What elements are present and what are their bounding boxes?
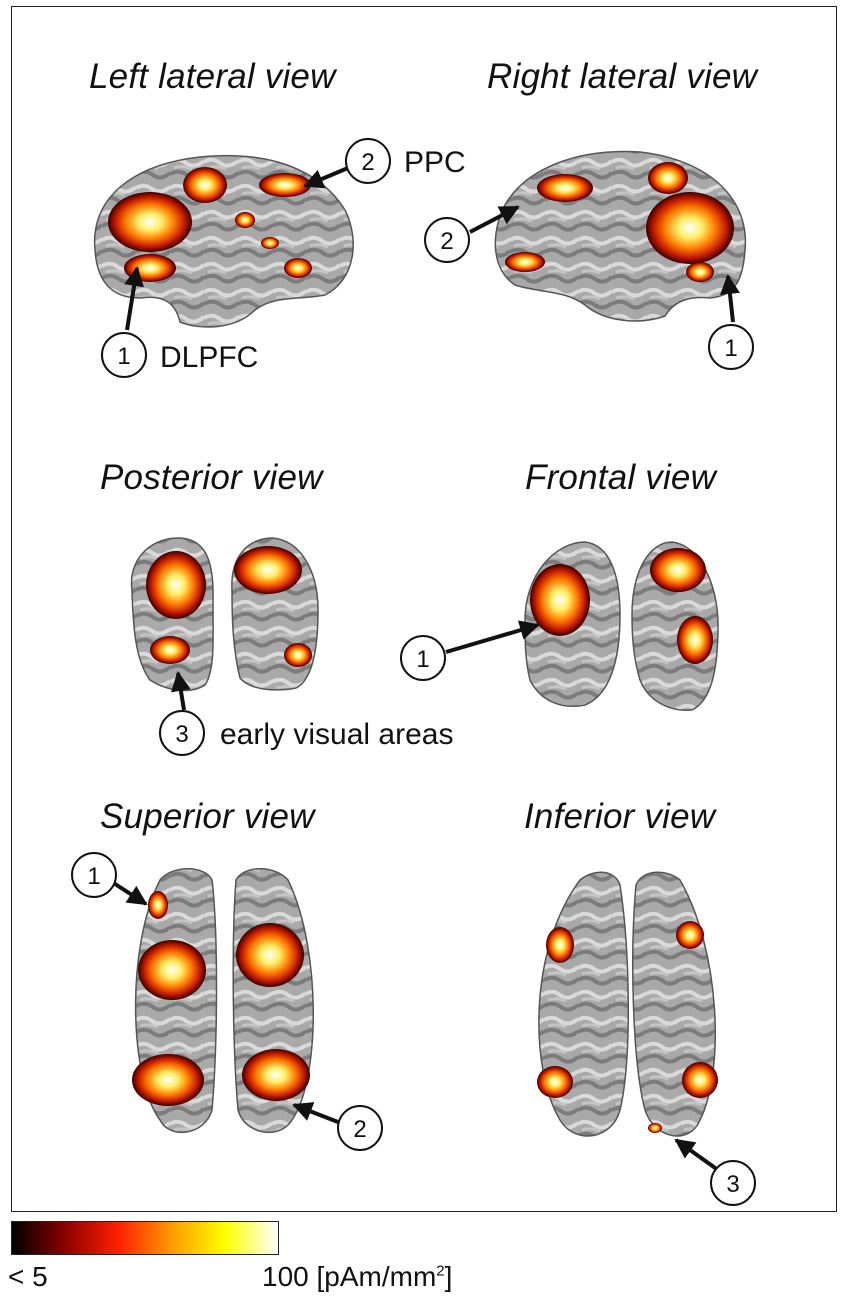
activation-blob <box>138 940 206 1000</box>
activation-blob <box>505 252 545 272</box>
brain-frontal <box>524 541 719 711</box>
brain-posterior <box>130 537 319 692</box>
svg-text:2: 2 <box>361 149 374 176</box>
svg-text:1: 1 <box>724 335 737 362</box>
colorbar-unit-superscript: 2 <box>436 1262 445 1280</box>
title-inferior-view: Inferior view <box>524 797 716 836</box>
label-dlpfc: DLPFC <box>160 341 258 374</box>
callout-circle: 2 <box>424 217 470 263</box>
colorbar-max-label: 100 [pAm/mm2] <box>262 1261 452 1293</box>
title-frontal-view: Frontal view <box>525 458 717 497</box>
activation-blob <box>650 548 706 592</box>
brain-right-lateral <box>494 150 747 322</box>
brain-left-lateral <box>93 154 354 328</box>
activation-blob <box>242 1049 310 1101</box>
activation-blob <box>261 237 279 249</box>
activation-blob <box>132 1054 204 1106</box>
label-ppc: PPC <box>404 146 466 179</box>
activation-blob <box>234 546 302 594</box>
activation-blob <box>648 1123 662 1133</box>
activation-blob <box>682 1062 718 1098</box>
activation-blob <box>546 927 574 963</box>
activation-blob <box>646 192 734 264</box>
title-right-lateral-view: Right lateral view <box>487 57 758 96</box>
activation-blob <box>236 923 304 987</box>
label-early-visual-areas: early visual areas <box>220 718 453 751</box>
activation-blob <box>676 921 704 949</box>
activation-blob <box>648 162 688 194</box>
svg-text:3: 3 <box>175 721 188 748</box>
activation-blob <box>150 636 190 664</box>
colorbar <box>11 1221 279 1255</box>
activation-blob <box>146 551 206 619</box>
svg-text:3: 3 <box>726 1171 739 1198</box>
callout-arrows <box>110 166 740 1172</box>
title-superior-view: Superior view <box>100 797 315 836</box>
callout-circle: 2 <box>345 138 391 184</box>
callout-circle: 3 <box>159 710 205 756</box>
brain-superior <box>132 868 314 1134</box>
activation-blob <box>537 174 593 202</box>
callout-circle: 1 <box>400 635 446 681</box>
callout-circle: 3 <box>710 1160 756 1206</box>
title-posterior-view: Posterior view <box>100 458 323 497</box>
activation-blob <box>284 258 312 278</box>
svg-text:1: 1 <box>416 646 429 673</box>
callout-circle: 1 <box>71 852 117 898</box>
activation-blob <box>183 167 227 203</box>
svg-text:1: 1 <box>117 343 130 370</box>
svg-text:2: 2 <box>440 228 453 255</box>
activation-blob <box>108 192 192 252</box>
callout-circle: 2 <box>337 1105 383 1151</box>
colorbar-max-value: 100 [pAm/mm <box>262 1261 437 1292</box>
callout-circle: 1 <box>101 332 147 378</box>
activation-blob <box>148 891 168 919</box>
colorbar-unit-close: ] <box>444 1261 453 1292</box>
activation-blob <box>284 643 312 667</box>
title-left-lateral-view: Left lateral view <box>89 57 336 96</box>
activation-blob <box>235 212 255 228</box>
activation-blob <box>124 254 176 282</box>
activation-blob <box>530 564 590 636</box>
colorbar-min-label: < 5 <box>8 1261 48 1292</box>
svg-text:2: 2 <box>353 1116 366 1143</box>
svg-text:1: 1 <box>87 863 100 890</box>
activation-blob <box>259 173 311 197</box>
callout-circle: 1 <box>708 324 754 370</box>
activation-blob <box>677 616 713 664</box>
brain-inferior <box>537 871 718 1137</box>
activation-blob <box>537 1066 573 1098</box>
activation-blob <box>686 262 714 282</box>
